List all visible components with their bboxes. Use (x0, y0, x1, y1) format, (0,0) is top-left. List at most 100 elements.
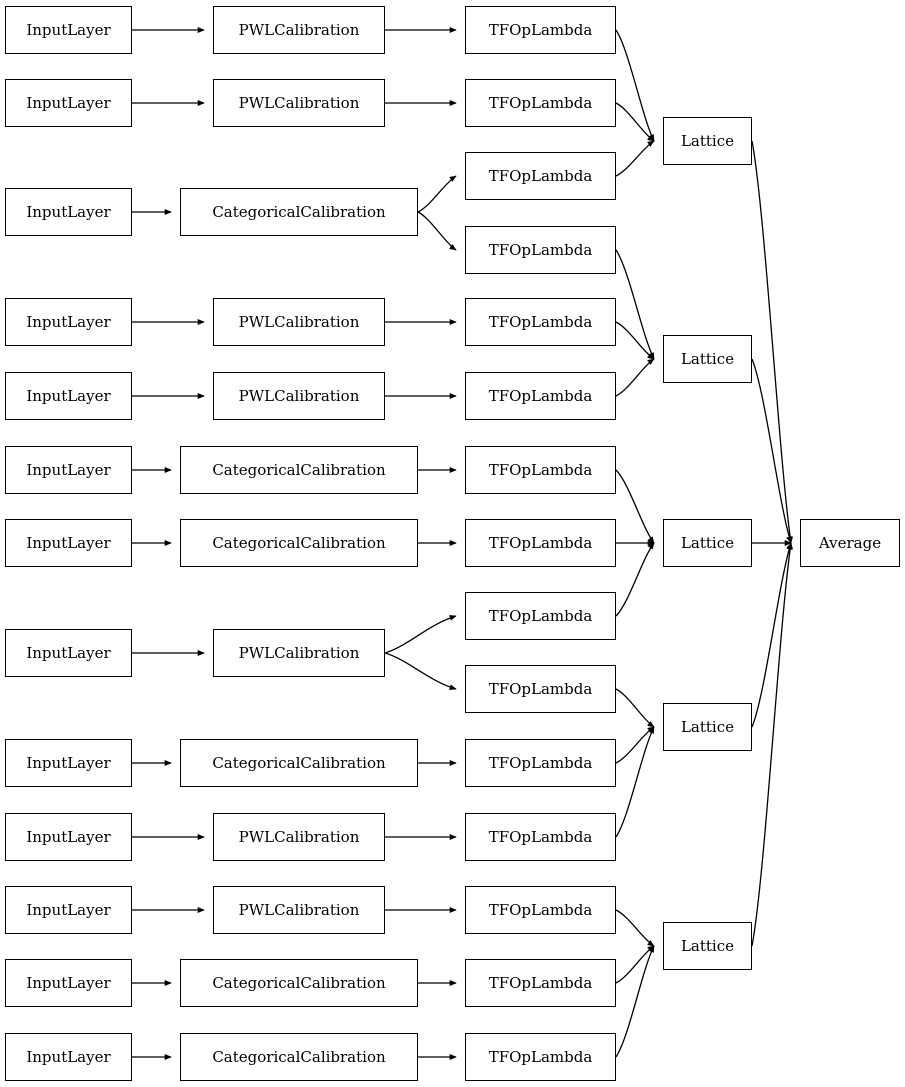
node-label: TFOpLambda (488, 900, 593, 919)
edge-op10-to-lat4 (615, 688, 655, 728)
node-lat1[interactable]: Lattice (663, 117, 752, 165)
node-op6[interactable]: TFOpLambda (465, 372, 616, 420)
edge-op5-to-lat2 (615, 321, 655, 360)
node-label: Lattice (680, 936, 735, 955)
node-label: TFOpLambda (488, 240, 593, 259)
node-label: InputLayer (26, 460, 111, 479)
node-label: TFOpLambda (488, 1047, 593, 1066)
node-op10[interactable]: TFOpLambda (465, 665, 616, 713)
node-op14[interactable]: TFOpLambda (465, 959, 616, 1007)
node-label: InputLayer (26, 900, 111, 919)
node-op8[interactable]: TFOpLambda (465, 519, 616, 567)
node-label: CategoricalCalibration (212, 973, 386, 992)
node-cal4[interactable]: PWLCalibration (213, 298, 385, 346)
node-op5[interactable]: TFOpLambda (465, 298, 616, 346)
node-in3[interactable]: InputLayer (5, 188, 132, 236)
node-cal10[interactable]: PWLCalibration (213, 813, 385, 861)
edge-op12-to-lat4 (615, 726, 655, 838)
node-label: InputLayer (26, 643, 111, 662)
node-in5[interactable]: InputLayer (5, 372, 132, 420)
node-label: PWLCalibration (238, 900, 360, 919)
node-in1[interactable]: InputLayer (5, 6, 132, 54)
node-op1[interactable]: TFOpLambda (465, 6, 616, 54)
node-lat3[interactable]: Lattice (663, 519, 752, 567)
node-label: TFOpLambda (488, 533, 593, 552)
node-label: PWLCalibration (238, 93, 360, 112)
edge-lat4-to-avg (751, 542, 792, 728)
node-label: InputLayer (26, 973, 111, 992)
node-in11[interactable]: InputLayer (5, 886, 132, 934)
node-lat2[interactable]: Lattice (663, 335, 752, 383)
node-cal1[interactable]: PWLCalibration (213, 6, 385, 54)
node-label: Lattice (680, 349, 735, 368)
node-label: CategoricalCalibration (212, 460, 386, 479)
node-cal13[interactable]: CategoricalCalibration (180, 1033, 418, 1081)
node-cal5[interactable]: PWLCalibration (213, 372, 385, 420)
node-op13[interactable]: TFOpLambda (465, 886, 616, 934)
node-in12[interactable]: InputLayer (5, 959, 132, 1007)
node-label: Lattice (680, 533, 735, 552)
edge-op7-to-lat3 (615, 469, 655, 544)
node-cal6[interactable]: CategoricalCalibration (180, 446, 418, 494)
node-label: TFOpLambda (488, 753, 593, 772)
edge-op3-to-lat1 (615, 140, 655, 177)
node-label: TFOpLambda (488, 679, 593, 698)
node-lat5[interactable]: Lattice (663, 922, 752, 970)
node-cal2[interactable]: PWLCalibration (213, 79, 385, 127)
node-label: PWLCalibration (238, 312, 360, 331)
node-label: PWLCalibration (238, 643, 360, 662)
node-cal7[interactable]: CategoricalCalibration (180, 519, 418, 567)
node-label: InputLayer (26, 93, 111, 112)
node-cal12[interactable]: CategoricalCalibration (180, 959, 418, 1007)
node-in7[interactable]: InputLayer (5, 519, 132, 567)
node-avg[interactable]: Average (800, 519, 900, 567)
node-label: CategoricalCalibration (212, 1047, 386, 1066)
edge-cal3-to-op4 (417, 211, 457, 251)
node-label: InputLayer (26, 1047, 111, 1066)
edge-cal3-to-op3 (417, 175, 457, 213)
node-in2[interactable]: InputLayer (5, 79, 132, 127)
node-op7[interactable]: TFOpLambda (465, 446, 616, 494)
node-cal3[interactable]: CategoricalCalibration (180, 188, 418, 236)
edge-op4-to-lat2 (615, 249, 655, 360)
node-op2[interactable]: TFOpLambda (465, 79, 616, 127)
node-op11[interactable]: TFOpLambda (465, 739, 616, 787)
node-cal11[interactable]: PWLCalibration (213, 886, 385, 934)
node-op12[interactable]: TFOpLambda (465, 813, 616, 861)
edge-op9-to-lat3 (615, 542, 655, 617)
node-in10[interactable]: InputLayer (5, 813, 132, 861)
node-label: TFOpLambda (488, 312, 593, 331)
node-op9[interactable]: TFOpLambda (465, 592, 616, 640)
node-op15[interactable]: TFOpLambda (465, 1033, 616, 1081)
edge-op2-to-lat1 (615, 102, 655, 142)
edge-lat5-to-avg (751, 542, 794, 947)
node-label: InputLayer (26, 386, 111, 405)
node-label: Lattice (680, 717, 735, 736)
node-label: CategoricalCalibration (212, 753, 386, 772)
node-label: InputLayer (26, 753, 111, 772)
node-in4[interactable]: InputLayer (5, 298, 132, 346)
edge-cal8-to-op9 (384, 615, 457, 654)
node-in6[interactable]: InputLayer (5, 446, 132, 494)
node-label: TFOpLambda (488, 20, 593, 39)
node-cal9[interactable]: CategoricalCalibration (180, 739, 418, 787)
node-in13[interactable]: InputLayer (5, 1033, 132, 1081)
node-op4[interactable]: TFOpLambda (465, 226, 616, 274)
edge-op14-to-lat5 (615, 945, 655, 984)
node-in9[interactable]: InputLayer (5, 739, 132, 787)
node-label: InputLayer (26, 312, 111, 331)
node-lat4[interactable]: Lattice (663, 703, 752, 751)
node-label: TFOpLambda (488, 166, 593, 185)
edge-cal8-to-op10 (384, 652, 457, 691)
node-label: InputLayer (26, 827, 111, 846)
node-label: InputLayer (26, 533, 111, 552)
edge-lat1-to-avg (751, 140, 794, 544)
node-cal8[interactable]: PWLCalibration (213, 629, 385, 677)
edge-op13-to-lat5 (615, 909, 655, 947)
node-label: TFOpLambda (488, 460, 593, 479)
node-label: TFOpLambda (488, 973, 593, 992)
node-in8[interactable]: InputLayer (5, 629, 132, 677)
node-op3[interactable]: TFOpLambda (465, 152, 616, 200)
